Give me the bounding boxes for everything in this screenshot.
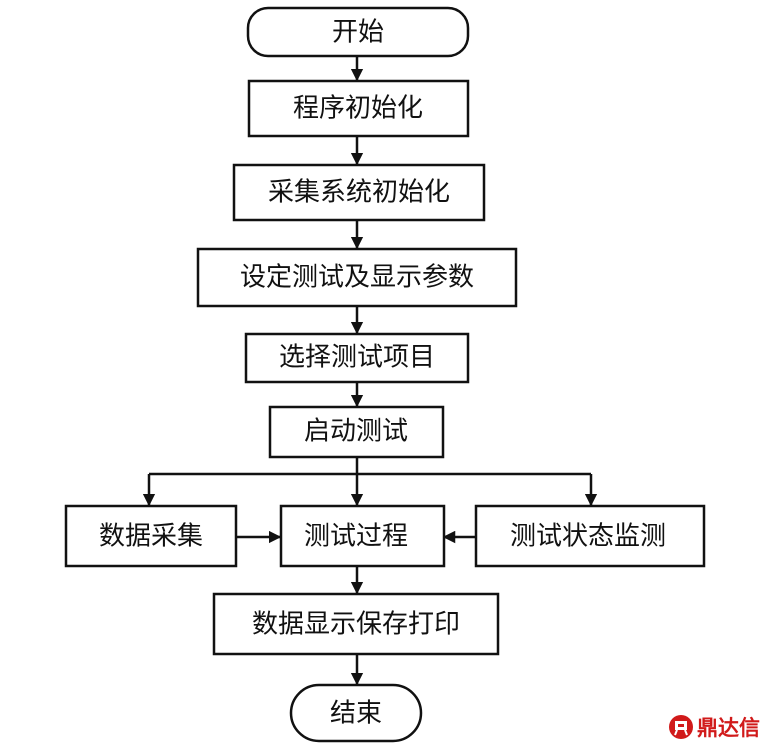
node-display-save-print-label: 数据显示保存打印 [252,610,460,640]
node-start-test: 启动测试 [268,405,445,459]
node-test-process-label: 测试过程 [304,522,408,552]
node-status-monitor: 测试状态监测 [474,504,706,568]
watermark-text: 鼎达信 [697,716,760,740]
node-end: 结束 [289,683,423,743]
node-select-items: 选择测试项目 [244,332,470,384]
node-end-label: 结束 [330,699,382,729]
node-acq-system-init: 采集系统初始化 [232,163,486,222]
node-select-items-label: 选择测试项目 [279,343,435,373]
node-test-process: 测试过程 [279,504,446,568]
node-set-params-label: 设定测试及显示参数 [240,263,474,293]
node-start-label: 开始 [332,18,384,48]
node-program-init: 程序初始化 [247,79,470,138]
watermark-logo-icon [669,715,693,739]
node-acq-system-init-label: 采集系统初始化 [268,178,450,208]
node-status-monitor-label: 测试状态监测 [510,522,666,552]
watermark: 鼎达信 [669,715,760,740]
node-set-params: 设定测试及显示参数 [196,247,518,308]
node-program-init-label: 程序初始化 [293,94,423,124]
node-data-acquisition: 数据采集 [64,504,238,568]
node-display-save-print: 数据显示保存打印 [212,592,500,656]
node-start-test-label: 启动测试 [304,417,408,447]
node-data-acquisition-label: 数据采集 [99,522,203,552]
node-start: 开始 [246,6,470,58]
flow-edges [142,56,598,686]
